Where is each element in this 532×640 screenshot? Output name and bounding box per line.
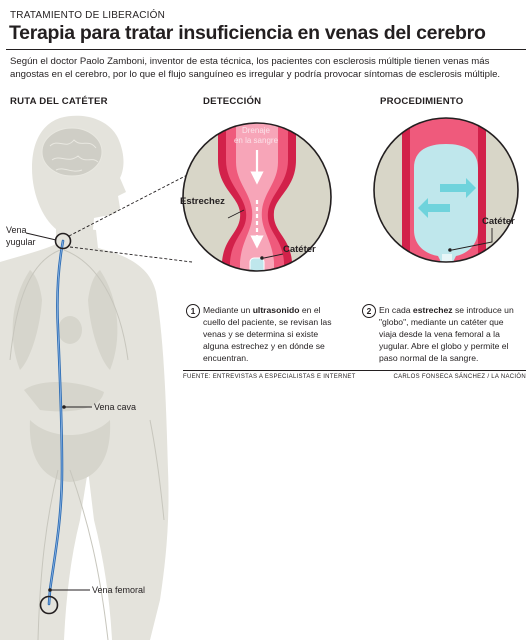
jugular-marker: [54, 232, 72, 250]
femoral-marker: [39, 595, 59, 615]
step-1-text: Mediante un ultrasonido en el cuello del…: [203, 305, 332, 363]
procedure-zoom-circle: [373, 117, 519, 263]
drainage-label: Drenaje en la sangre: [233, 126, 279, 145]
procedure-catheter-label: Catéter: [482, 216, 515, 227]
footer-divider: [183, 370, 526, 371]
leader-lines: [25, 232, 92, 591]
narrowing-label: Estrechez: [180, 196, 225, 207]
kicker: TRATAMIENTO DE LIBERACIÓN: [10, 10, 166, 21]
vena-cava-label: Vena cava: [94, 402, 137, 412]
femoral-vein-label: Vena femoral: [92, 585, 146, 595]
section-heading-route: RUTA DEL CATÉTER: [10, 96, 108, 107]
intro-text: Según el doctor Paolo Zamboni, inventor …: [10, 56, 501, 80]
source-credit: FUENTE: ENTREVISTAS A ESPECIALISTAS E IN…: [183, 374, 356, 380]
step-2-text: En cada estrechez se introduce un "globo…: [379, 305, 514, 363]
page-title: Terapia para tratar insuficiencia en ven…: [9, 22, 486, 44]
organs-illustration: [12, 270, 118, 482]
step-2-number-badge: 2: [362, 304, 376, 318]
section-heading-procedure: PROCEDIMIENTO: [380, 96, 464, 107]
zoom-connector: [68, 171, 194, 263]
jugular-vein-label: Vena yugular: [6, 225, 36, 247]
step-1-number-badge: 1: [186, 304, 200, 318]
detection-catheter-label: Catéter: [283, 244, 316, 255]
section-heading-detection: DETECCIÓN: [203, 96, 262, 107]
human-body-silhouette: [0, 115, 169, 640]
author-credit: CARLOS FONSECA SÁNCHEZ / LA NACIÓN: [393, 374, 526, 380]
brain-illustration: [41, 127, 103, 177]
faint-vessels: [9, 249, 165, 640]
title-divider: [6, 49, 526, 50]
detection-zoom-circle: [182, 122, 332, 272]
